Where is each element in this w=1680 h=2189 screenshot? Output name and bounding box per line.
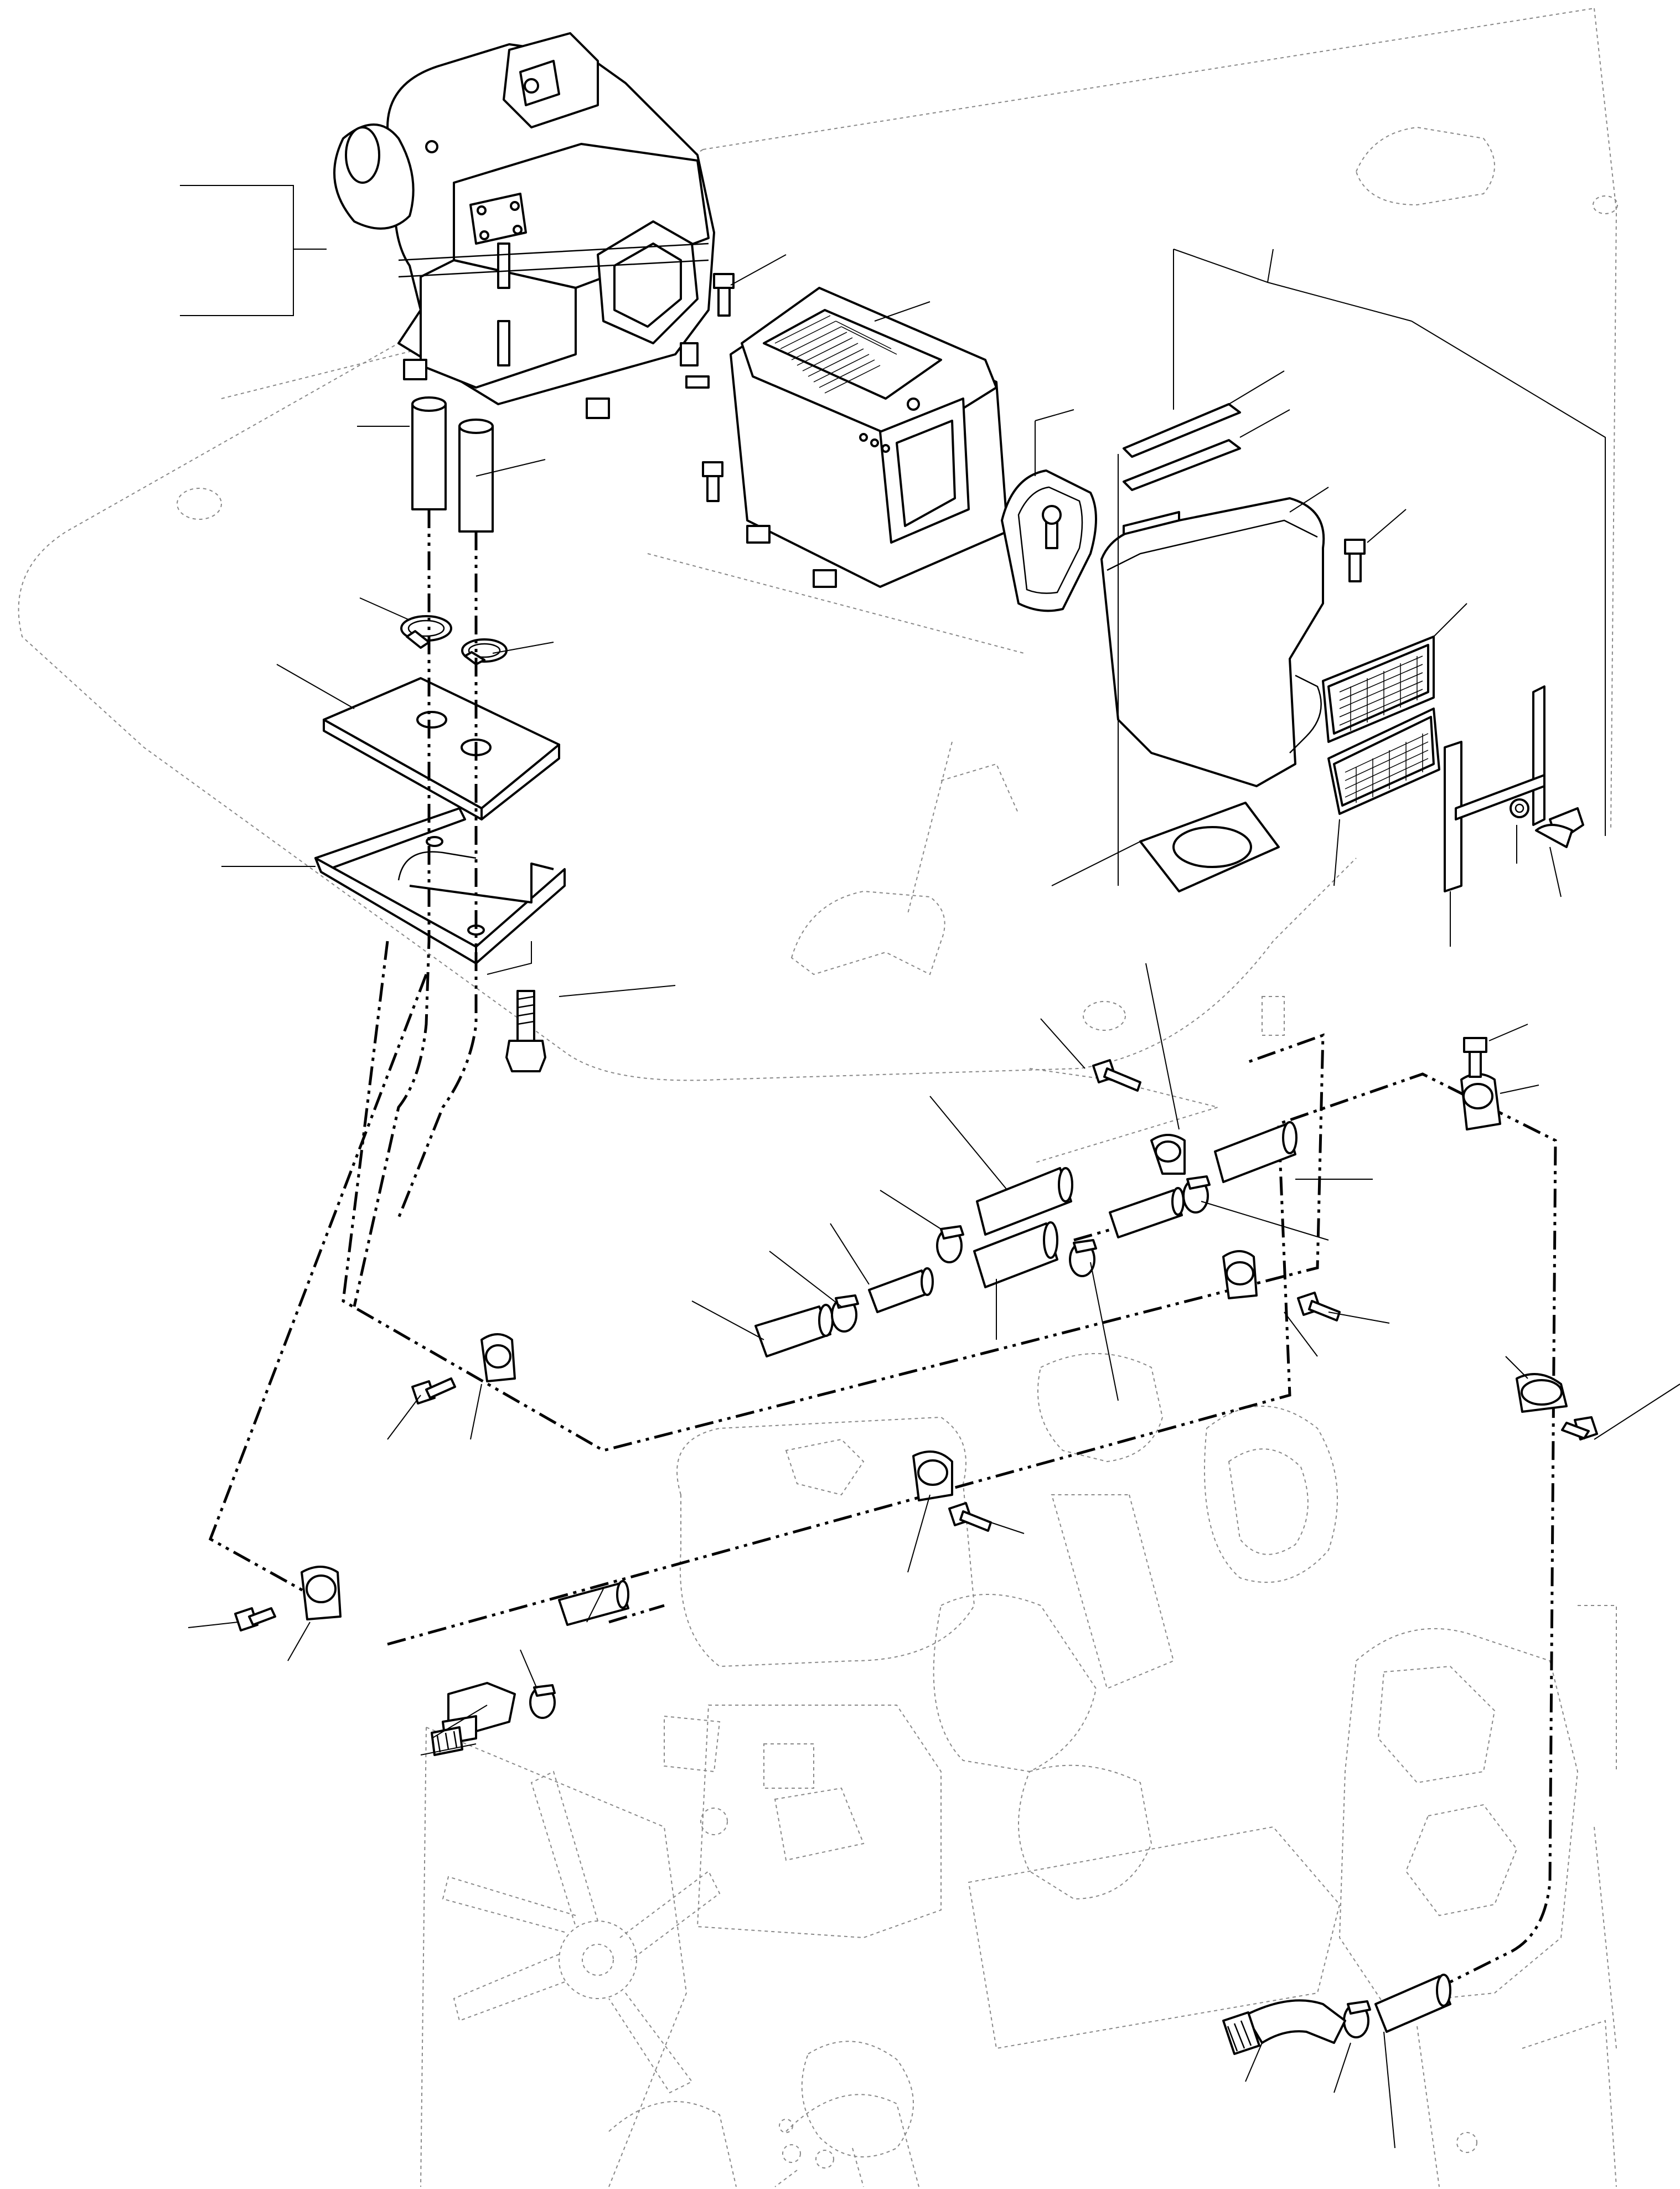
engine-ghost-outline xyxy=(420,1353,1617,2187)
hose-clamps xyxy=(529,1175,1371,2038)
heater-unit xyxy=(333,32,715,419)
gasket xyxy=(1001,469,1097,612)
case-bolts xyxy=(702,273,735,502)
leader-lines xyxy=(180,185,1680,2149)
hose-segments xyxy=(558,1121,1451,2033)
filter-housing xyxy=(1100,497,1325,787)
p-clips xyxy=(301,1073,1568,1620)
clip-bolts xyxy=(234,1037,1598,1632)
bracket-bolt xyxy=(505,990,546,1072)
mounting-plate xyxy=(323,677,560,820)
elbow-fitting xyxy=(1222,1999,1346,2055)
filter-case xyxy=(730,287,1009,588)
housing-bolt xyxy=(1344,539,1366,582)
duct-clamps xyxy=(400,615,508,665)
filter-retainer xyxy=(1444,685,1584,892)
mesh-filter-upper xyxy=(1322,636,1435,743)
duct-pipes xyxy=(411,396,494,533)
mesh-filter-lower xyxy=(1327,708,1440,815)
flat-gasket xyxy=(1139,802,1280,892)
filter-strips xyxy=(1123,403,1241,491)
support-bracket xyxy=(314,807,566,964)
